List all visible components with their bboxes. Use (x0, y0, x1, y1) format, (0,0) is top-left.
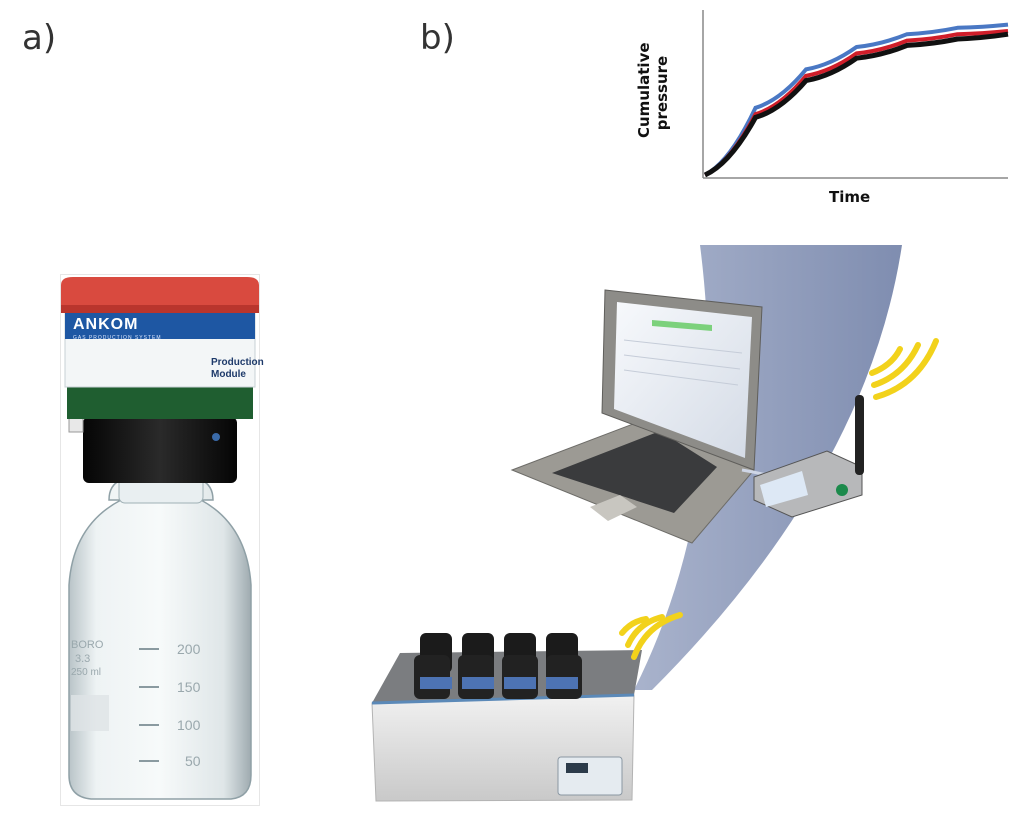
bath-display (566, 763, 588, 773)
laptop-touchpad (590, 495, 637, 521)
bath-bottles (414, 633, 582, 699)
panel-label-a: a) (22, 18, 57, 58)
wireless-signal-icon (619, 612, 683, 660)
laptop-screen (614, 302, 752, 458)
bath-control-panel (557, 756, 623, 796)
bottle-illustration (61, 277, 259, 800)
module-label-line2: Module (211, 369, 246, 380)
sensor-indicator (212, 433, 220, 441)
laptop-keyboard (552, 431, 717, 513)
series-line-2 (703, 31, 1009, 178)
wireless-signal-icon (869, 338, 939, 400)
glass-brand-text: BORO (71, 639, 104, 651)
brand-subtitle: GAS PRODUCTION SYSTEM (73, 335, 162, 341)
series-group (703, 22, 1009, 178)
base-station-led (836, 484, 848, 496)
brand-text: ANKOM (73, 316, 139, 333)
wireless-system-illustration (362, 245, 972, 805)
screen-progress (652, 320, 712, 331)
frosted-label (71, 695, 109, 731)
base-station-label (760, 471, 808, 507)
y-axis-label-line2: pressure (653, 55, 671, 131)
module-label-line1: Production (211, 357, 264, 368)
glass-brand-text-2: 3.3 (75, 653, 91, 665)
cumulative-pressure-chart: Cumulative pressure Time (630, 0, 1024, 215)
red-lid (61, 277, 259, 309)
panel-label-b: b) (420, 18, 455, 58)
green-band (67, 385, 253, 419)
y-axis-label-line1: Cumulative (635, 42, 653, 138)
system-drawing (371, 245, 939, 802)
graduation-50: 50 (185, 753, 201, 769)
graduation-100: 100 (177, 717, 201, 733)
series-line-0 (704, 22, 1009, 177)
antenna (855, 395, 864, 475)
graduation-200: 200 (177, 641, 201, 657)
glass-volume-text: 250 ml (71, 667, 102, 678)
signal-beam (634, 245, 902, 690)
graduation-150: 150 (177, 679, 201, 695)
x-axis-label: Time (829, 188, 871, 206)
series-line-1 (704, 29, 1009, 177)
label-blue-strip (65, 313, 255, 339)
gas-production-bottle-photo: ANKOM GAS PRODUCTION SYSTEM Production M… (60, 274, 264, 806)
chart-canvas (702, 10, 1009, 179)
black-cap (83, 417, 237, 483)
y-axis-label: Cumulative pressure (635, 42, 671, 138)
